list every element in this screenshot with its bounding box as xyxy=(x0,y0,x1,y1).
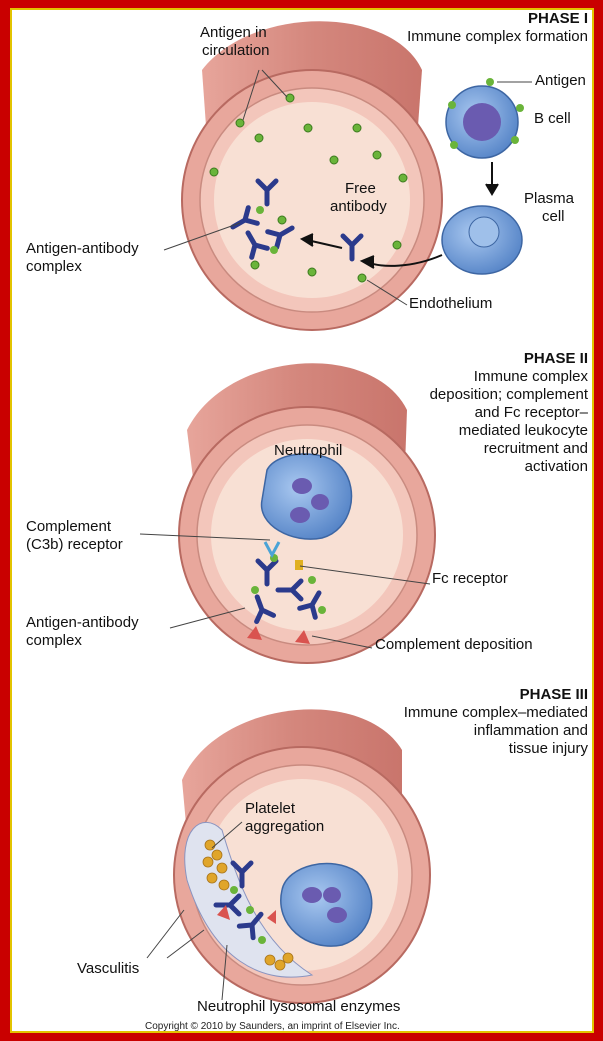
label-antigen: Antigen xyxy=(535,72,586,90)
label-complement-deposition: Complement deposition xyxy=(375,636,533,654)
phase2-subtitle-2: deposition; complement xyxy=(430,386,588,404)
b-cell xyxy=(446,78,524,158)
phase3-subtitle-2: inflammation and xyxy=(474,722,588,740)
label-plasma-1: Plasma xyxy=(524,190,574,208)
phase3-title: PHASE III xyxy=(520,686,588,703)
phase2-subtitle-1: Immune complex xyxy=(474,368,588,386)
phase3-subtitle-3: tissue injury xyxy=(509,740,588,758)
label-complex-phase1-1: Antigen-antibody xyxy=(26,240,139,258)
label-plasma-2: cell xyxy=(542,208,565,226)
label-vasculitis: Vasculitis xyxy=(77,960,139,978)
label-lysosomal-enzymes: Neutrophil lysosomal enzymes xyxy=(197,998,400,1016)
phase1-title: PHASE I xyxy=(528,10,588,27)
phase2-subtitle-6: activation xyxy=(525,458,588,476)
label-complement-receptor-1: Complement xyxy=(26,518,111,536)
label-fc-receptor: Fc receptor xyxy=(432,570,508,588)
label-complex-phase2-2: complex xyxy=(26,632,82,650)
label-platelet-1: Platelet xyxy=(245,800,295,818)
phase1-subtitle: Immune complex formation xyxy=(407,28,588,46)
neutrophil-phase2 xyxy=(262,454,352,539)
phase2-title: PHASE II xyxy=(524,350,588,367)
label-b-cell: B cell xyxy=(534,110,571,128)
phase2-subtitle-4: mediated leukocyte xyxy=(459,422,588,440)
label-antigen-circulation-2: circulation xyxy=(202,42,270,60)
label-complement-receptor-2: (C3b) receptor xyxy=(26,536,123,554)
label-neutrophil: Neutrophil xyxy=(274,442,342,460)
figure-panel: PHASE I Immune complex formation Antigen… xyxy=(10,8,594,1033)
phase2-subtitle-3: and Fc receptor– xyxy=(475,404,588,422)
plasma-cell xyxy=(442,206,522,274)
phase3-subtitle-1: Immune complex–mediated xyxy=(404,704,588,722)
label-free-antibody-1: Free xyxy=(345,180,376,198)
label-antigen-circulation-1: Antigen in xyxy=(200,24,267,42)
label-complex-phase1-2: complex xyxy=(26,258,82,276)
label-platelet-2: aggregation xyxy=(245,818,324,836)
phase2-subtitle-5: recruitment and xyxy=(484,440,588,458)
label-endothelium: Endothelium xyxy=(409,295,492,313)
copyright: Copyright © 2010 by Saunders, an imprint… xyxy=(145,1021,400,1032)
label-free-antibody-2: antibody xyxy=(330,198,387,216)
label-complex-phase2-1: Antigen-antibody xyxy=(26,614,139,632)
